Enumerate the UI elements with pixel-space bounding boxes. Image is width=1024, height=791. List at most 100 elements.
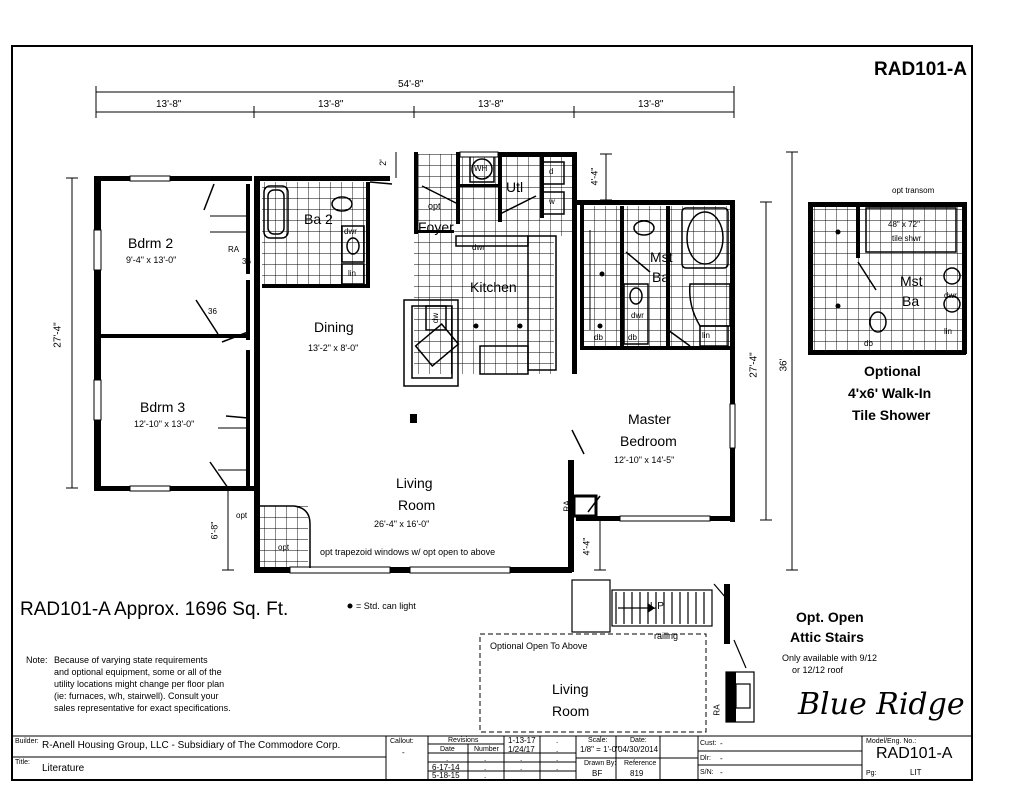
bedroom3-size: 12'-10" x 13'-0" <box>134 419 195 429</box>
width-segment-2: 13'-8" <box>318 99 344 110</box>
door36-label-2: 36 <box>208 307 217 316</box>
plan-summary: RAD101-A Approx. 1696 Sq. Ft. <box>20 599 289 620</box>
kitchen-counters <box>403 235 557 387</box>
bath2-name: Ba 2 <box>304 211 333 227</box>
attic-ra-label: RA <box>712 704 722 716</box>
builder-name: R-Anell Housing Group, LLC - Subsidiary … <box>42 740 341 751</box>
door36-label-1: 36 <box>242 257 251 266</box>
living-size: 26'-4" x 16'-0" <box>374 519 430 529</box>
master-bath-lin-label: lin <box>702 331 711 340</box>
callout-label: Callout: <box>390 738 414 745</box>
attic-caption-2: Attic Stairs <box>790 629 864 645</box>
util-offset-dim: 4'-4" <box>589 167 600 186</box>
closet-lines <box>210 215 591 471</box>
bedroom3-name: Bdrm 3 <box>140 399 186 415</box>
trapezoid-note: opt trapezoid windows w/ opt open to abo… <box>320 547 496 557</box>
reference-value: 819 <box>630 769 644 778</box>
pg-label: Pg: <box>866 770 877 777</box>
bedroom2-size: 9'-4" x 13'-0" <box>126 255 177 265</box>
brand-logo: Blue Ridge <box>798 687 965 722</box>
callout-value: - <box>402 748 405 757</box>
master-bedroom-name-2: Bedroom <box>620 433 677 449</box>
shower-option-walls <box>808 202 967 355</box>
shower-caption-1: Optional <box>864 363 921 379</box>
can-light-legend: = Std. can light <box>356 601 416 611</box>
open-living-name-1: Living <box>552 681 589 697</box>
open-to-above-outline <box>479 633 707 733</box>
rev-row1-date: . <box>446 754 449 763</box>
kitchen-dwr-label: dwr <box>472 243 485 252</box>
living-name-1: Living <box>396 475 433 491</box>
dining-size: 13'-2" x 8'-0" <box>308 343 359 353</box>
model-label: Model/Eng. No.: <box>866 738 917 745</box>
rev-col3-2: 1/24/17 <box>508 745 535 754</box>
rev-col4-2: . <box>556 745 559 754</box>
shower-bath-name-1: Mst <box>900 273 923 289</box>
scale-value: 1/8" = 1'-0" <box>580 745 620 754</box>
master-bath-db-label: db <box>594 333 603 342</box>
bath2-dwr-label: dwr <box>344 227 357 236</box>
attic-up-label: UP <box>650 601 664 612</box>
builder-label: Builder: <box>15 738 39 745</box>
living-name-2: Room <box>398 497 436 513</box>
dlr-value: - <box>720 754 723 763</box>
cust-label: Cust: <box>700 740 717 747</box>
shower-db-label: db <box>864 339 873 348</box>
attic-wall <box>724 584 730 644</box>
rev-col3-3: . <box>520 754 523 763</box>
water-heater-label: WH <box>474 164 488 173</box>
shower-transom-label: opt transom <box>892 186 935 195</box>
drawn-value: BF <box>592 769 603 778</box>
sheet-model-code: RAD101-A <box>874 59 967 80</box>
left-depth-dim: 27'-4" <box>52 322 64 348</box>
foyer-name: Foyer <box>418 219 454 235</box>
attic-caption-1: Opt. Open <box>796 609 864 625</box>
note-label: Note: <box>26 655 48 665</box>
rev-row3-date: 5-18-15 <box>432 771 460 780</box>
attic-stairs-option <box>571 579 755 723</box>
windows <box>93 151 736 574</box>
title-block <box>11 735 973 781</box>
dlr-label: Dlr: <box>700 755 711 762</box>
utility-name: Utl <box>506 179 524 195</box>
rev-row1-number: . <box>484 754 487 763</box>
entry-depth-dim: 6'-8" <box>209 521 220 540</box>
shower-dwr-label: dwr <box>944 291 957 300</box>
bath2-lin-label: lin <box>348 269 357 278</box>
date-value: 04/30/2014 <box>618 745 659 754</box>
dryer-label: d <box>549 167 554 176</box>
bath2-ra-label: RA <box>228 245 240 254</box>
foyer-opt: opt <box>428 201 441 211</box>
shower-size-label: 48" x 72" <box>888 220 920 229</box>
attic-railing-label: railing <box>654 631 679 641</box>
master-bath-db-label-2: db <box>628 333 637 342</box>
date-label: Date: <box>630 737 647 744</box>
note-line-5: sales representative for exact specifica… <box>54 703 231 713</box>
rev-date-label: Date <box>440 746 455 753</box>
width-segment-3: 13'-8" <box>478 99 504 110</box>
entry-opt-label: opt <box>236 511 248 520</box>
cust-value: - <box>720 739 723 748</box>
width-segment-1: 13'-8" <box>156 99 182 110</box>
rev-col3-4: . <box>520 763 523 772</box>
kitchen-dw-label: dw <box>431 312 441 324</box>
rev-col4-4: . <box>556 763 559 772</box>
note-line-3: utility locations might change per floor… <box>54 679 225 689</box>
shower-bath-name-2: Ba <box>902 293 920 309</box>
open-living-name-2: Room <box>552 703 590 719</box>
attic-sub-1: Only available with 9/12 <box>782 653 878 663</box>
right-depth-inner-dim: 27'-4" <box>748 352 760 378</box>
note-line-4: (ie: furnaces, w/h, stairwell). Consult … <box>54 691 219 701</box>
rev-col4-1: . <box>556 736 559 745</box>
note-line-2: and optional equipment, some or all of t… <box>54 667 222 677</box>
master-bedroom-name-1: Master <box>628 411 671 427</box>
rev-col3-1: 1-13-17 <box>508 736 536 745</box>
model-value: RAD101-A <box>876 745 953 762</box>
attic-box <box>726 672 736 722</box>
shower-tile-label: tile shwr <box>892 234 922 243</box>
kitchen-name: Kitchen <box>470 279 517 295</box>
open-to-above-label: Optional Open To Above <box>490 641 588 651</box>
tile-areas <box>260 154 962 568</box>
master-bath-name-2: Ba <box>652 269 670 285</box>
